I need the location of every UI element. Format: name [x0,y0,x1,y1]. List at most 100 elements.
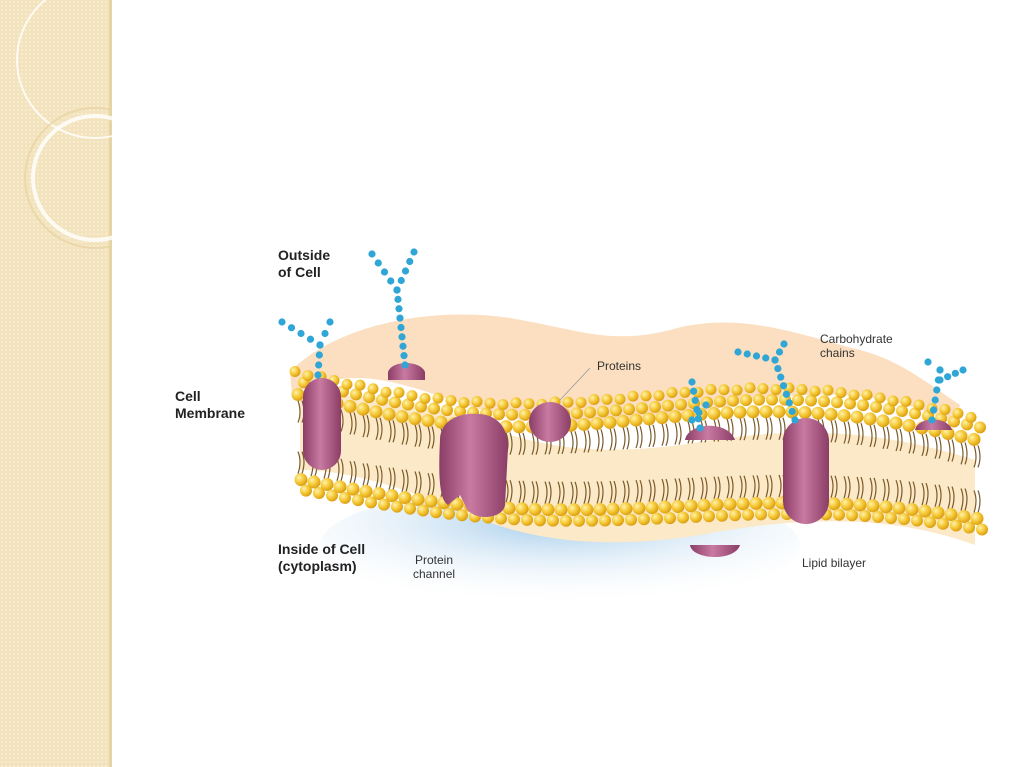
lipid-head [867,499,880,512]
lipid-head [347,483,360,496]
lipid-head [521,514,533,526]
carbohydrate-bead [368,250,375,257]
lipid-head [615,394,626,405]
lipid-head [610,404,622,416]
lipid-head [708,407,721,420]
carbohydrate-bead [399,343,406,350]
lipid-head [589,394,600,405]
peripheral-protein [529,402,571,442]
lipid-head [292,388,305,401]
lipid-head [792,394,804,406]
lipid-head [877,414,890,427]
lipid-head [607,503,620,516]
carbohydrate-bead [398,333,405,340]
lipid-head [825,408,838,421]
lipid-head [841,498,854,511]
carbohydrate-bead [791,416,798,423]
lipid-head [675,398,687,410]
carbohydrate-bead [396,315,403,322]
lipid-head [914,399,925,410]
carbohydrate-bead [321,330,328,337]
lipid-head [864,412,877,425]
carbohydrate-bead [696,424,703,431]
lipid-head [420,393,431,404]
carbohydrate-bead [316,341,323,348]
lipid-head [571,407,583,419]
lipid-head [568,503,581,516]
lipid-head [976,524,988,536]
lipid-head [901,396,912,407]
lipid-head [698,499,711,512]
lipid-head [399,491,412,504]
lipid-head [599,514,611,526]
carbohydrate-bead [278,318,285,325]
lipid-head [506,409,518,421]
lipid-head [885,512,897,524]
lipid-head [428,402,440,414]
lipid-head [370,405,383,418]
lipid-head [742,509,754,521]
lipid-head [753,394,765,406]
lipid-head [643,412,656,425]
lipid-head [597,405,609,417]
lipid-head [649,401,661,413]
lipid-head [716,510,728,522]
lipid-head [560,515,572,527]
carbohydrate-bead [762,354,769,361]
lipid-head [685,499,698,512]
carbohydrate-bead [394,296,401,303]
lipid-head [721,406,734,419]
lipid-head [409,412,422,425]
carbohydrate-bead [924,358,931,365]
lipid-head [459,397,470,408]
lipid-head [542,503,555,516]
lipid-head [368,383,379,394]
lipid-head [584,406,596,418]
lipid-head [703,510,715,522]
carbohydrate-bead [688,378,695,385]
lipid-head [711,498,724,511]
carbohydrate-bead [393,286,400,293]
lipid-head [623,403,635,415]
lipid-head [859,510,871,522]
carbohydrate-bead [381,268,388,275]
lipid-head [355,380,366,391]
carbohydrate-bead [952,370,959,377]
lipid-head [383,408,396,421]
lipid-head [740,394,752,406]
lipid-head [953,408,964,419]
carbohydrate-bead [400,352,407,359]
lipid-head [620,502,633,515]
lipid-head [303,370,314,381]
label-carbohydrate-chains: Carbohydrate chains [820,332,893,361]
lipid-head [906,503,919,516]
lipid-head [911,515,923,527]
lipid-head [389,396,401,408]
lipid-head [594,503,607,516]
lipid-head [508,513,520,525]
lipid-head [773,405,786,418]
lipid-head [511,397,522,408]
lipid-head [758,383,769,394]
carbohydrate-bead [326,318,333,325]
lipid-head [633,502,646,515]
carbohydrate-bead [314,371,321,378]
lipid-head [612,514,624,526]
lipid-head [706,384,717,395]
lipid-head [729,509,741,521]
lipid-head [690,511,702,523]
lipid-head [636,402,648,414]
carbohydrate-bead [307,336,314,343]
label-proteins: Proteins [597,359,641,373]
lipid-head [547,515,559,527]
carbohydrate-bead [406,258,413,265]
lipid-head [524,398,535,409]
lipid-head [968,433,981,446]
lipid-head [295,473,308,486]
carbohydrate-bead [695,415,702,422]
protein-channel [439,414,508,517]
carbohydrate-bead [959,366,966,373]
lipid-head [857,399,869,411]
carbohydrate-bead [395,305,402,312]
